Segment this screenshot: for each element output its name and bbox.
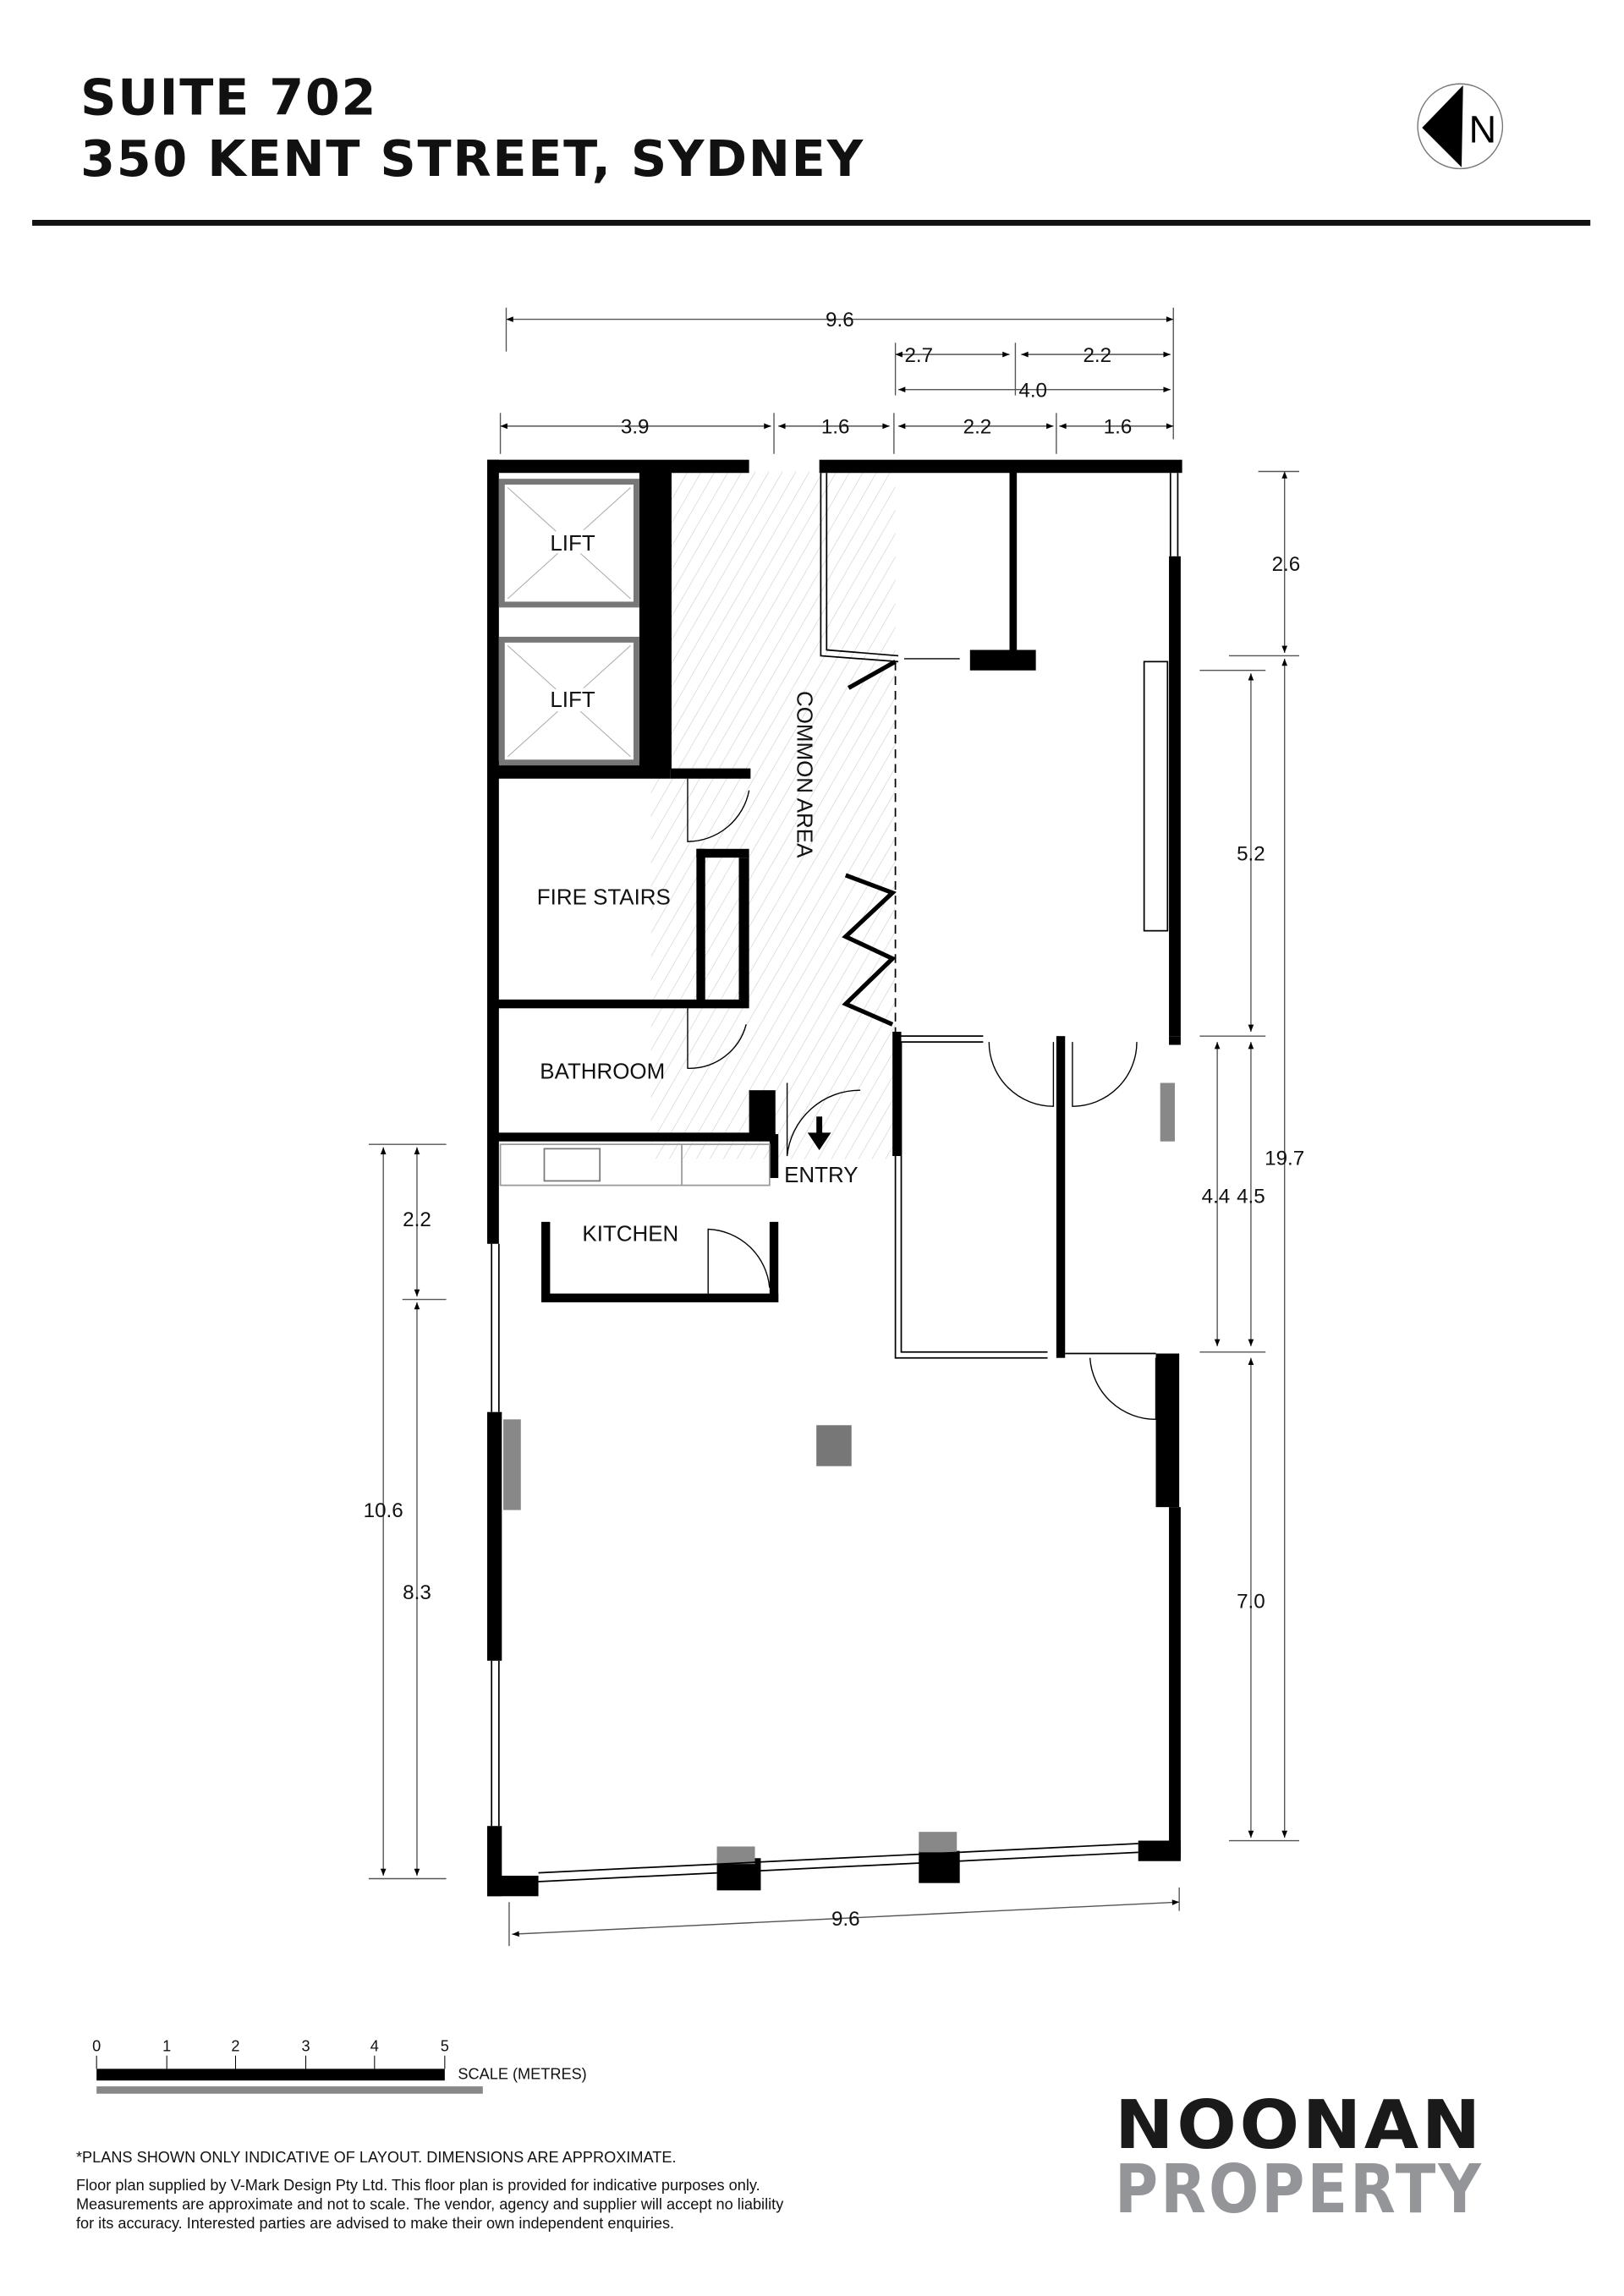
dim-left-8-3: 8.3 [403, 1581, 431, 1604]
dim-right-2-6: 2.6 [1272, 553, 1301, 576]
dim-left-2-2: 2.2 [403, 1208, 431, 1231]
svg-text:*PLANS SHOWN ONLY INDICATIVE O: *PLANS SHOWN ONLY INDICATIVE OF LAYOUT. … [76, 2149, 677, 2166]
common-area-floor [650, 471, 896, 1159]
dimension-labels: 9.6 2.7 2.2 4.0 3.9 1.6 2.2 1.6 2.6 5.2 … [364, 309, 1305, 1931]
windows [491, 473, 1179, 1882]
dim-right-4-4: 4.4 [1202, 1185, 1231, 1208]
title-address: 350 KENT STREET, SYDNEY [80, 129, 864, 188]
dim-right-7-0: 7.0 [1237, 1591, 1265, 1614]
svg-text:for its accuracy. Interested p: for its accuracy. Interested parties are… [76, 2215, 674, 2232]
svg-text:4: 4 [370, 2038, 379, 2055]
svg-text:3: 3 [301, 2038, 310, 2055]
svg-text:NOONAN: NOONAN [1115, 2085, 1484, 2164]
room-label-bathroom: BATHROOM [540, 1060, 665, 1083]
dim-top-3-9: 3.9 [621, 416, 650, 439]
disclaimer: *PLANS SHOWN ONLY INDICATIVE OF LAYOUT. … [76, 2149, 784, 2232]
room-label-common-area: COMMON AREA [793, 691, 816, 858]
dimension-lines [368, 307, 1299, 1947]
scale-bar: 0 1 2 3 4 5 SCALE (METRES) [92, 2038, 587, 2094]
lift-1 [498, 479, 639, 608]
dim-bottom-total: 9.6 [831, 1908, 860, 1931]
room-label-kitchen: KITCHEN [582, 1222, 678, 1246]
dim-top-2-2b: 2.2 [963, 416, 992, 439]
room-label-lift-1: LIFT [550, 532, 595, 556]
room-label-lift-2: LIFT [550, 688, 595, 712]
dim-top-1-6b: 1.6 [1104, 416, 1133, 439]
svg-text:2: 2 [231, 2038, 239, 2055]
lift-2 [498, 636, 639, 766]
title-suite: SUITE 702 [80, 68, 377, 126]
columns [503, 1082, 1175, 1865]
north-arrow-icon: N [1417, 83, 1504, 170]
walls [487, 459, 1182, 1897]
svg-text:1: 1 [162, 2038, 171, 2055]
dim-right-5-2: 5.2 [1237, 843, 1265, 866]
room-label-fire-stairs: FIRE STAIRS [537, 886, 671, 910]
dim-top-1-6a: 1.6 [821, 416, 850, 439]
dim-top-4-0: 4.0 [1018, 379, 1047, 402]
dim-left-10-6: 10.6 [364, 1499, 403, 1522]
scale-label: SCALE (METRES) [458, 2065, 586, 2082]
kitchen-counter [499, 1143, 771, 1186]
entry-arrow-icon [807, 1116, 831, 1151]
svg-text:Floor plan supplied by V-Mark: Floor plan supplied by V-Mark Design Pty… [76, 2177, 760, 2194]
svg-text:Measurements are approximate a: Measurements are approximate and not to … [76, 2195, 784, 2212]
svg-text:0: 0 [92, 2038, 101, 2055]
dim-top-2-7: 2.7 [904, 344, 933, 367]
dim-right-19-7: 19.7 [1265, 1147, 1304, 1170]
dim-top-total: 9.6 [826, 309, 854, 332]
svg-text:N: N [1469, 107, 1496, 151]
svg-text:PROPERTY: PROPERTY [1115, 2150, 1484, 2228]
dim-top-2-2a: 2.2 [1083, 344, 1111, 367]
svg-text:5: 5 [441, 2038, 449, 2055]
glass-partitions [820, 473, 1156, 1359]
dim-right-4-5: 4.5 [1237, 1185, 1265, 1208]
header-rule [32, 219, 1591, 226]
room-label-entry: ENTRY [784, 1164, 858, 1187]
doors [687, 658, 1157, 1421]
noonan-property-logo: NOONAN PROPERTY [1115, 2085, 1484, 2228]
